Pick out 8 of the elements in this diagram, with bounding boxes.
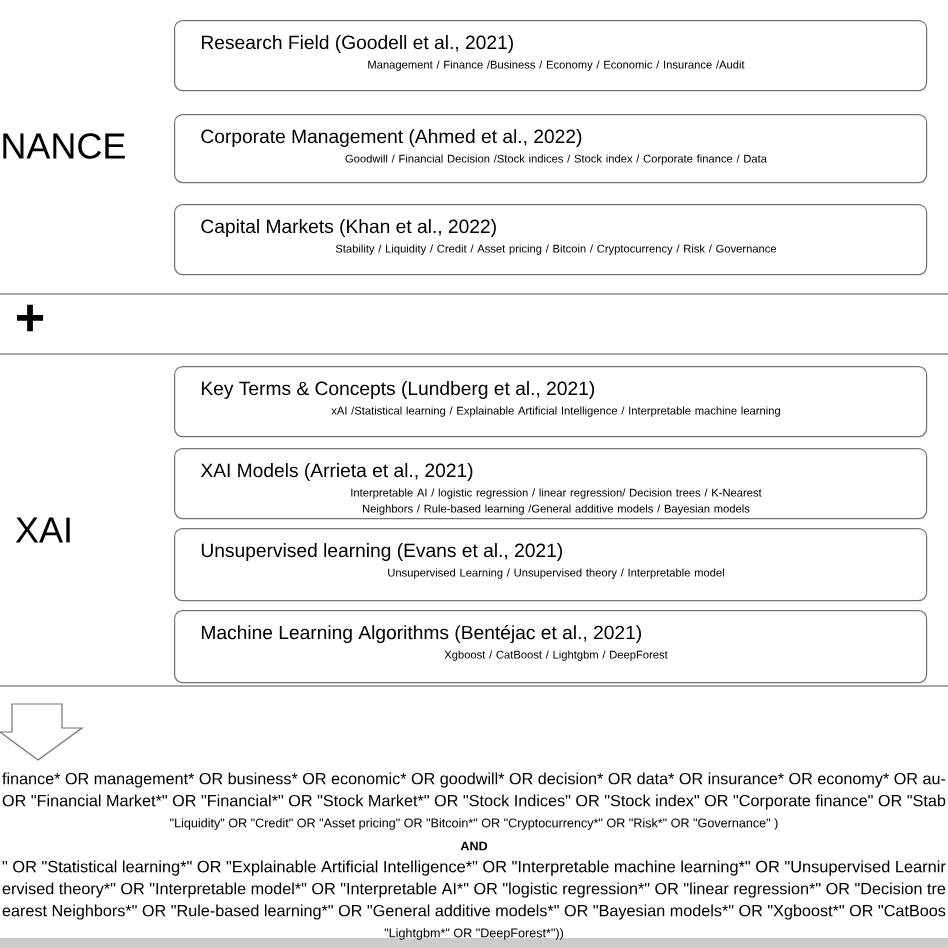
query-line: " OR "Statistical learning*" OR "Explainable Artificial Intelligence*" OR "Interpretable machine learning*" OR "Unsupervised Learnir [2,860,946,876]
plus-sign: + [17,304,44,332]
query-line: OR "Financial Market*" OR "Financial*" OR "Stock Market*" OR "Stock Indices" OR "Stock index" OR "Corporate finance" OR "Stab [2,794,946,810]
query-line: finance* OR management* OR business* OR economic* OR goodwill* OR decision* OR data* OR insurance* OR economy* OR au- [2,772,946,788]
query-line: earest Neighbors*" OR "Rule-based learning*" OR "General additive models*" OR "Bayesian models*" OR "Xgboost*" OR "CatBoos [2,904,946,920]
section-label: XAI [15,517,70,543]
section-label: NANCE [3,133,125,159]
query-line: ervised theory*" OR "Interpretable model*" OR "Interpretable AI*" OR "logistic regression*" OR "linear regression*" OR "Decision tre [2,882,946,898]
